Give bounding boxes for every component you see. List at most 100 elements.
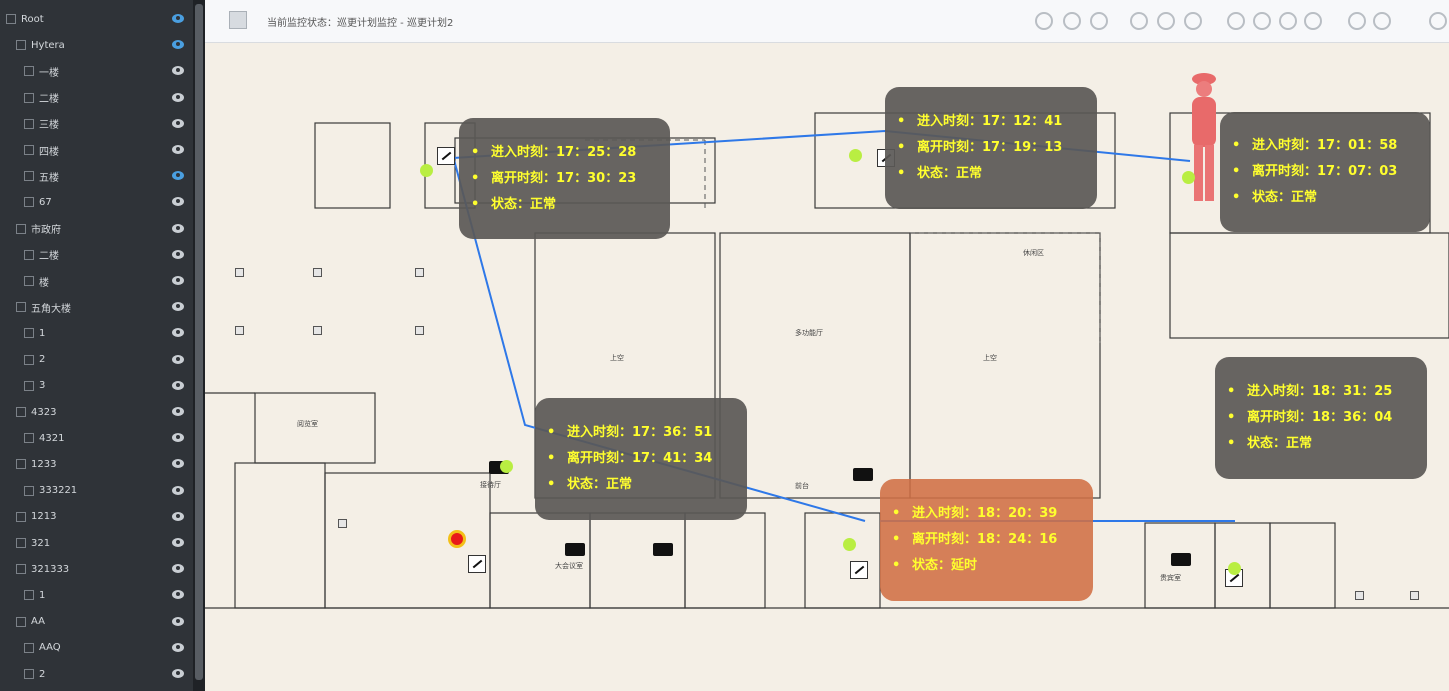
tree-item[interactable]: AA	[0, 609, 209, 635]
visibility-eye-icon[interactable]	[172, 642, 184, 652]
visibility-eye-icon[interactable]	[172, 511, 184, 521]
tree-item[interactable]: 1233	[0, 451, 209, 477]
visibility-eye-icon[interactable]	[172, 276, 184, 285]
tree-item[interactable]: 333221	[0, 478, 217, 504]
tree-item[interactable]: 4323	[0, 399, 209, 425]
checkpoint-info-box: •进入时刻：17：36：51•离开时刻：17：41：34•状态：正常	[535, 398, 747, 520]
visibility-eye-icon[interactable]	[172, 223, 184, 233]
room-label: 接待厅	[480, 481, 501, 489]
visibility-eye-icon[interactable]	[172, 145, 184, 154]
sidebar-scrollbar[interactable]	[193, 0, 205, 691]
tree-item-label: 一楼	[39, 67, 59, 79]
tree-item[interactable]: Hytera	[0, 32, 209, 58]
people-icon[interactable]	[1253, 12, 1271, 30]
tree-item-label: 三楼	[39, 120, 59, 132]
bullet: •	[471, 145, 480, 160]
camera-icon[interactable]	[850, 561, 868, 579]
visibility-eye-icon[interactable]	[172, 669, 184, 678]
guard-figure-icon	[1192, 73, 1216, 201]
visibility-eye-icon[interactable]	[172, 538, 184, 547]
sync-icon[interactable]	[1373, 12, 1391, 30]
visibility-eye-icon[interactable]	[172, 92, 184, 102]
group-icon[interactable]	[1348, 12, 1366, 30]
tree-item[interactable]: 五楼	[0, 163, 217, 189]
rotate-right-icon[interactable]	[1157, 12, 1175, 30]
tree-item[interactable]: 67	[0, 189, 217, 215]
visibility-eye-icon[interactable]	[172, 249, 184, 259]
folder-icon	[24, 197, 34, 208]
tree-item[interactable]: AAQ	[0, 635, 217, 661]
tree-item[interactable]: 楼	[0, 268, 217, 294]
tree-item[interactable]: 二楼	[0, 242, 217, 268]
sofa-icon	[853, 468, 873, 481]
tree-item-label: 市政府	[31, 225, 61, 237]
visibility-eye-icon[interactable]	[172, 485, 184, 495]
checkpoint-dot[interactable]	[843, 538, 856, 551]
room-label: 贵宾室	[1160, 574, 1181, 582]
tree-item[interactable]: 4321	[0, 425, 217, 451]
visibility-eye-icon[interactable]	[172, 433, 184, 443]
tree-item[interactable]: 321	[0, 530, 209, 556]
checkpoint-info-box: •进入时刻：18：20：39•离开时刻：18：24：16•状态：延时	[880, 479, 1093, 601]
visibility-eye-icon[interactable]	[172, 328, 184, 338]
leave-time-value: 17：41：34	[632, 451, 713, 466]
tree-item[interactable]: Root	[0, 6, 199, 32]
tree-item[interactable]: 四楼	[0, 137, 217, 163]
checkpoint-dot[interactable]	[420, 164, 433, 177]
tree-item[interactable]: 2	[0, 661, 217, 687]
visibility-eye-icon[interactable]	[172, 407, 184, 416]
window-icon[interactable]	[1429, 12, 1447, 30]
checkpoint-dot[interactable]	[849, 149, 862, 162]
tree-item[interactable]: 五角大楼	[0, 294, 209, 320]
tree-item[interactable]: 321333	[0, 556, 209, 582]
undo-icon[interactable]	[1184, 12, 1202, 30]
tree-item[interactable]: 2	[0, 347, 217, 373]
checkpoint-dot[interactable]	[1182, 171, 1195, 184]
visibility-eye-icon[interactable]	[172, 40, 184, 50]
globe-icon[interactable]	[1279, 12, 1297, 30]
checkpoint-info-box: •进入时刻：18：31：25•离开时刻：18：36：04•状态：正常	[1215, 357, 1427, 479]
visibility-eye-icon[interactable]	[172, 118, 184, 128]
visibility-eye-icon[interactable]	[172, 171, 184, 181]
checkpoint-dot[interactable]	[500, 460, 513, 473]
tree-item[interactable]: 一楼	[0, 58, 217, 84]
tree-item[interactable]: 1	[0, 582, 217, 608]
visibility-eye-icon[interactable]	[172, 459, 184, 469]
camera-icon[interactable]	[437, 147, 455, 165]
visibility-eye-icon[interactable]	[172, 302, 184, 312]
tree-item[interactable]: 1	[0, 320, 217, 346]
visibility-eye-icon[interactable]	[172, 380, 184, 390]
visibility-eye-icon[interactable]	[172, 564, 184, 574]
checkpoint-dot[interactable]	[1228, 562, 1241, 575]
floor-plan-map[interactable]: 休闲区 多功能厅 上空 上空 阅览室 前台 接待厅 大会议室 贵宾室 •进入时刻…	[205, 43, 1449, 691]
rotate-left-icon[interactable]	[1130, 12, 1148, 30]
tree-item[interactable]: 1213	[0, 504, 209, 530]
sidebar-scroll-thumb[interactable]	[195, 4, 203, 680]
checkpoint-info-box: •进入时刻：17：25：28•离开时刻：17：30：23•状态：正常	[459, 118, 670, 239]
refresh-icon[interactable]	[1035, 12, 1053, 30]
play-icon[interactable]	[1227, 12, 1245, 30]
current-position-marker[interactable]	[448, 530, 466, 548]
tree-item-label: Root	[21, 13, 44, 25]
visibility-eye-icon[interactable]	[172, 354, 184, 364]
visibility-eye-icon[interactable]	[172, 197, 184, 207]
tree-item[interactable]: 三楼	[0, 111, 217, 137]
tree-item[interactable]: 市政府	[0, 216, 209, 242]
tree-item[interactable]: 二楼	[0, 85, 217, 111]
lock-icon[interactable]	[1063, 12, 1081, 30]
bullet: •	[1232, 190, 1241, 205]
leave-time-value: 17：30：23	[556, 171, 637, 186]
visibility-eye-icon[interactable]	[172, 66, 184, 76]
leave-time-row: •离开时刻：17：41：34	[547, 446, 747, 472]
tree-item-label: 二楼	[39, 94, 59, 106]
print-icon[interactable]	[1090, 12, 1108, 30]
camera-icon[interactable]	[468, 555, 486, 573]
enter-time-row: •进入时刻：17：01：58	[1232, 133, 1430, 159]
tree-item[interactable]: 3	[0, 373, 217, 399]
users-icon[interactable]	[1304, 12, 1322, 30]
visibility-eye-icon[interactable]	[172, 14, 184, 23]
tree-item-label: 楼	[39, 277, 49, 289]
visibility-eye-icon[interactable]	[172, 616, 184, 626]
patrol-status-label: 状态：	[912, 558, 952, 573]
visibility-eye-icon[interactable]	[172, 590, 184, 600]
